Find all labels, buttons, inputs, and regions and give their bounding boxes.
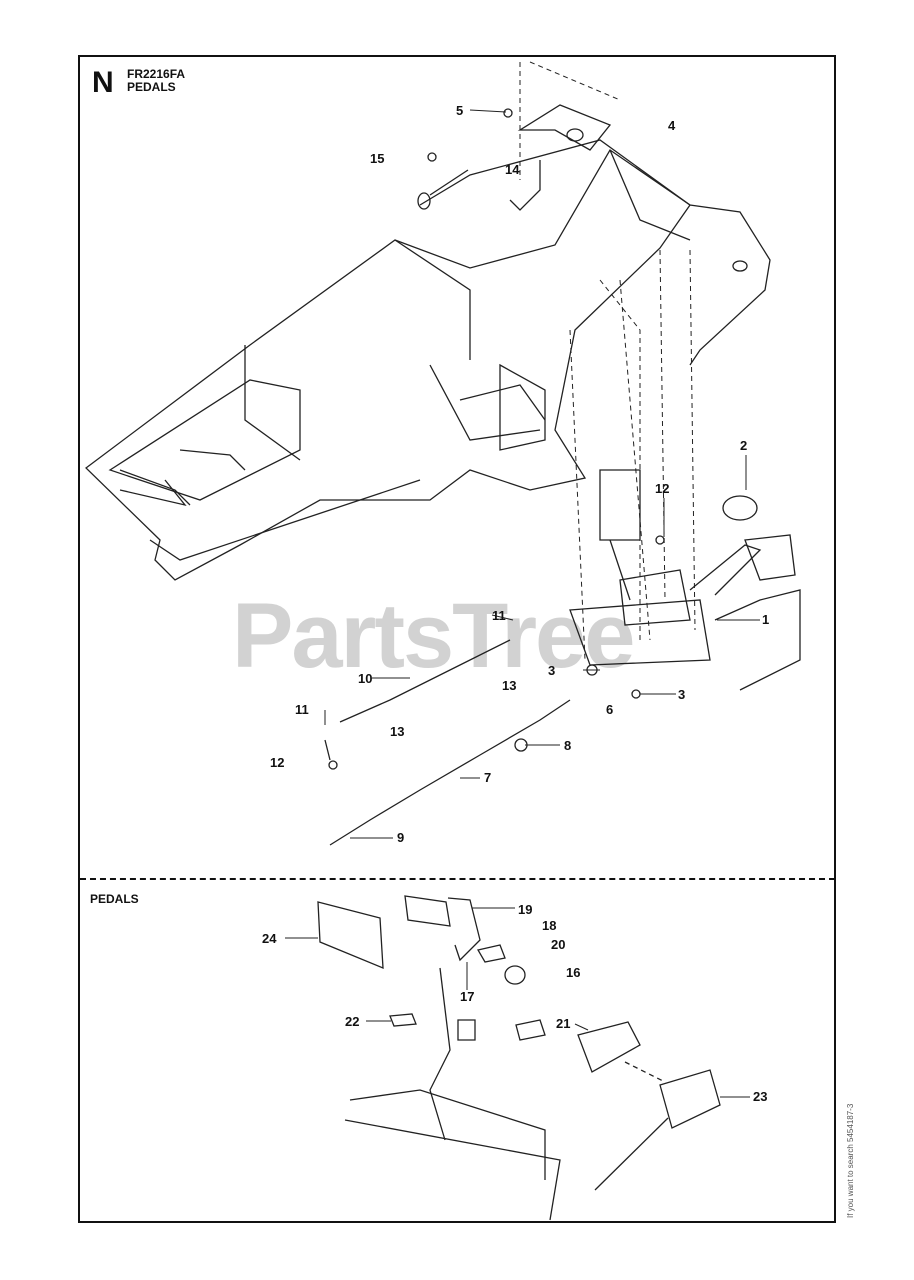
diagram-frame (78, 55, 836, 1223)
section-divider (80, 878, 835, 880)
model-code: FR2216FA (127, 67, 186, 81)
callout-23: 23 (753, 1089, 768, 1104)
section-letter: N (92, 66, 114, 99)
callout-13b: 13 (390, 724, 405, 739)
callout-1: 1 (762, 612, 770, 627)
callout-22: 22 (345, 1014, 360, 1029)
callout-9: 9 (397, 830, 405, 845)
tractor-frame-drawing (85, 149, 691, 581)
callout-4: 4 (668, 118, 676, 133)
callout-17: 17 (460, 989, 475, 1004)
fasteners-drawing (328, 108, 665, 770)
section-title: PEDALS (127, 80, 176, 94)
callout-11b: 11 (295, 702, 309, 717)
callout-8: 8 (564, 738, 572, 753)
callout-13a: 13 (502, 678, 517, 693)
callout-3a: 3 (548, 663, 556, 678)
callout-3b: 3 (678, 687, 686, 702)
callout-12a: 12 (655, 481, 670, 496)
leader-lines (285, 109, 760, 1098)
callout-16: 16 (566, 965, 581, 980)
callout-21: 21 (556, 1016, 571, 1031)
callout-11a: 11 (492, 608, 506, 623)
watermark: PartsTree (232, 585, 635, 687)
callout-6: 6 (606, 702, 614, 717)
callout-12b: 12 (270, 755, 285, 770)
pedal-assembly-drawing (569, 469, 801, 691)
callout-24: 24 (262, 931, 277, 946)
callout-5: 5 (456, 103, 464, 118)
cables-drawing (324, 639, 571, 846)
mounting-plate-drawing (509, 104, 612, 211)
lower-section-title: PEDALS (90, 892, 139, 906)
assembly-lines (519, 61, 696, 661)
callout-15: 15 (370, 151, 385, 166)
callout-14: 14 (505, 162, 520, 177)
callout-7: 7 (484, 770, 492, 785)
callout-2: 2 (740, 438, 748, 453)
callout-10: 10 (358, 671, 373, 686)
callout-19: 19 (518, 902, 533, 917)
callout-20: 20 (551, 937, 566, 952)
tube-bar-drawing (417, 139, 771, 366)
callout-18: 18 (542, 918, 557, 933)
lower-pedals-drawing (317, 895, 721, 1221)
